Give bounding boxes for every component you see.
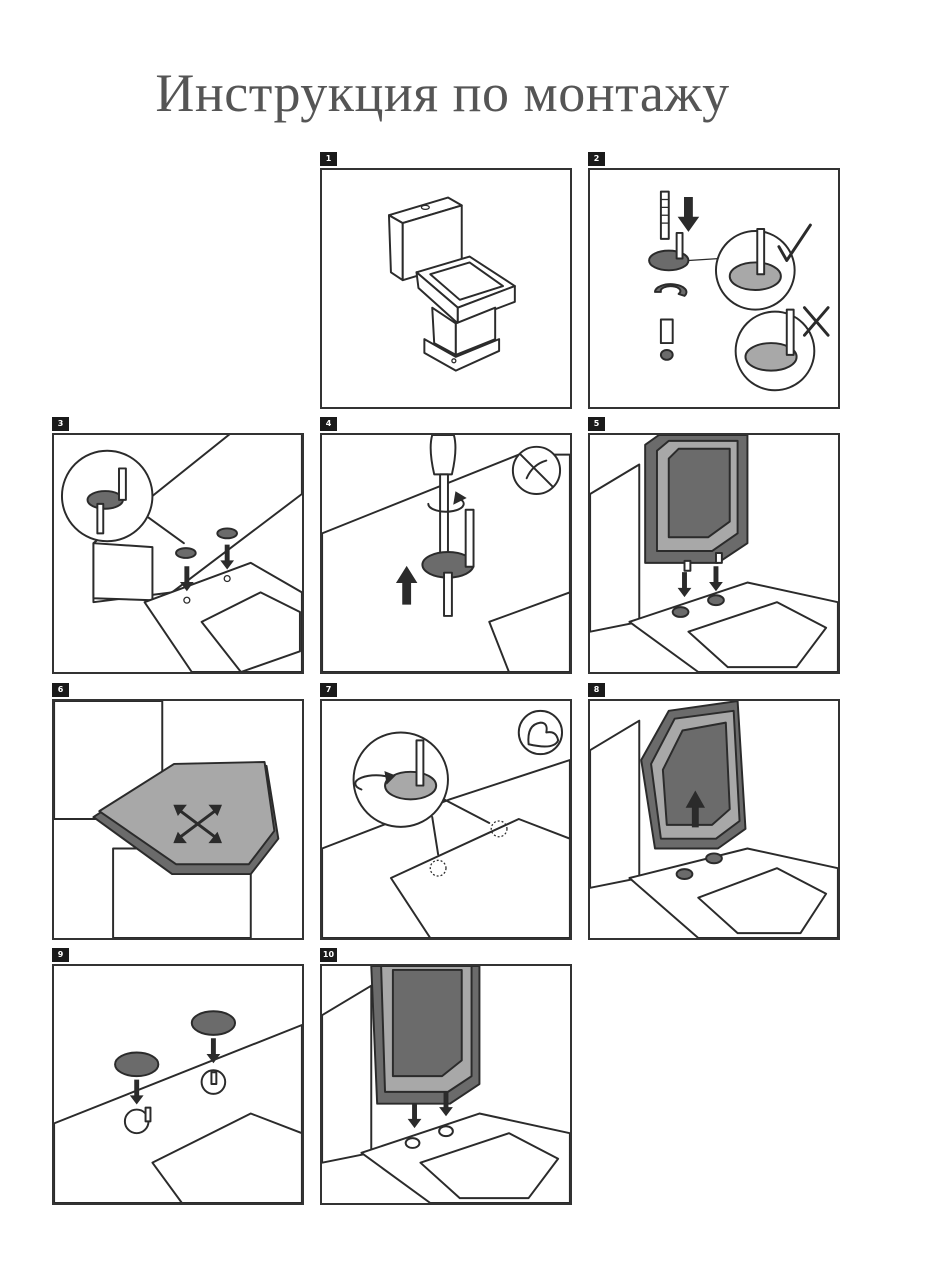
step-9-number: 9	[52, 948, 69, 962]
step-5-number: 5	[588, 417, 605, 431]
step-2-illustration	[588, 168, 840, 409]
step-10-number: 10	[320, 948, 337, 962]
step-3-illustration	[52, 433, 304, 674]
step-6-number: 6	[52, 683, 69, 697]
step-4-illustration	[320, 433, 572, 674]
hinge-parts-drawing	[648, 190, 830, 392]
step-7-illustration	[320, 699, 572, 940]
attach-seat-drawing	[590, 435, 838, 672]
step-2-number: 2	[588, 152, 605, 166]
screwdriver-tighten-drawing	[322, 435, 570, 672]
step-1-number: 1	[320, 152, 337, 166]
step-8-illustration	[588, 699, 840, 940]
fit-cover-caps-drawing	[54, 1010, 302, 1203]
step-8-number: 8	[588, 683, 605, 697]
step-9-illustration	[52, 964, 304, 1205]
step-6-illustration	[52, 699, 304, 940]
step-4-number: 4	[320, 417, 337, 431]
lift-seat-drawing	[590, 701, 838, 938]
toilet-assembled-drawing	[387, 196, 516, 372]
remove-seat-drawing	[322, 966, 570, 1203]
install-hinges-on-bowl-drawing	[60, 435, 302, 672]
step-3-number: 3	[52, 417, 69, 431]
step-10-illustration	[320, 964, 572, 1205]
step-1-illustration	[320, 168, 572, 409]
step-5-illustration	[588, 433, 840, 674]
step-7-number: 7	[320, 683, 337, 697]
center-seat-drawing	[54, 701, 280, 938]
tighten-hinges-drawing	[322, 709, 570, 938]
page-title: Инструкция по монтажу	[155, 63, 730, 123]
